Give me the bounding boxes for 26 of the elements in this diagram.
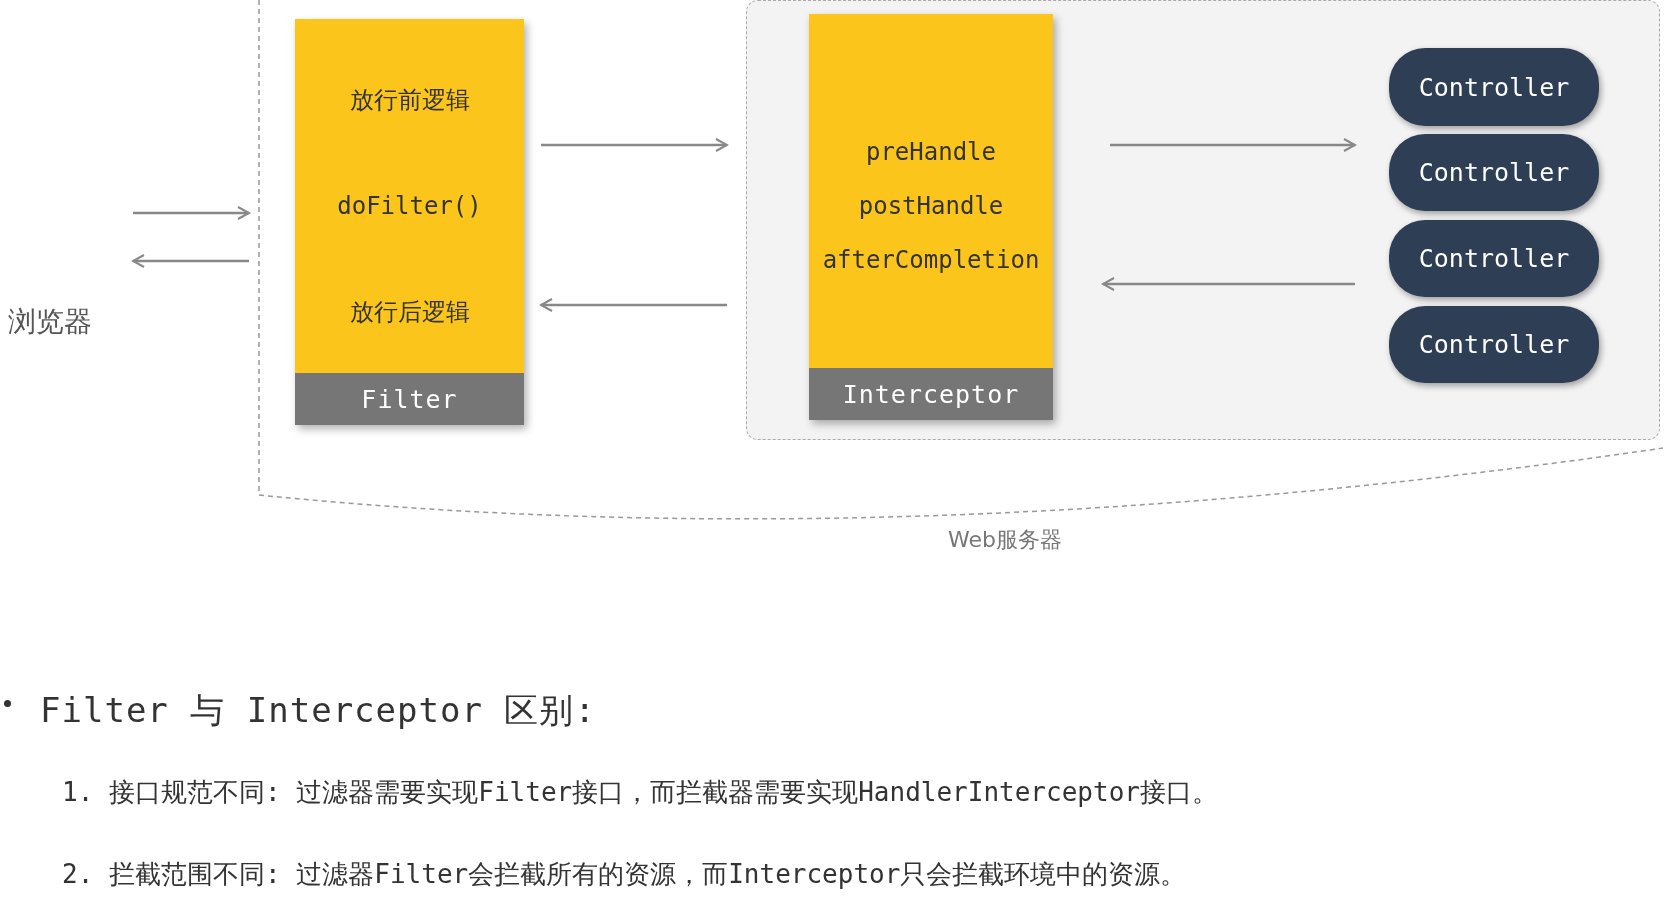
list-item: 2. 拦截范围不同: 过滤器Filter会拦截所有的资源，而Interceptor只会拦截环境中的资源。 [62, 858, 1187, 891]
arrow [1110, 138, 1356, 152]
component-card [295, 19, 524, 425]
component-title: Interceptor [809, 368, 1053, 420]
section-heading: Filter 与 Interceptor 区别: [40, 689, 596, 732]
component-title: Filter [295, 373, 524, 425]
method-text: preHandle [865, 138, 996, 166]
list-item: 1. 接口规范不同: 过滤器需要实现Filter接口，而拦截器需要实现HandlerInterceptor接口。 [62, 776, 1218, 809]
arrow [1102, 277, 1355, 291]
component-card [809, 14, 1053, 420]
browser-label: 浏览器 [8, 300, 108, 344]
method-text: afterCompletion [822, 246, 1040, 274]
region-label: Web服务器 [948, 526, 1062, 554]
method-text: 放行前逻辑 [349, 85, 470, 116]
arrow [540, 298, 727, 312]
controller-pill: Controller [1389, 48, 1599, 126]
container-panel [746, 0, 1660, 440]
controller-pill: Controller [1389, 134, 1599, 211]
method-text: postHandle [858, 192, 1004, 220]
arrow [541, 138, 728, 152]
method-text: doFilter() [337, 192, 482, 220]
method-text: 放行后逻辑 [349, 297, 470, 328]
controller-pill: Controller [1389, 220, 1599, 297]
arrow [132, 254, 249, 268]
arrow [133, 206, 250, 220]
controller-pill: Controller [1389, 306, 1599, 383]
